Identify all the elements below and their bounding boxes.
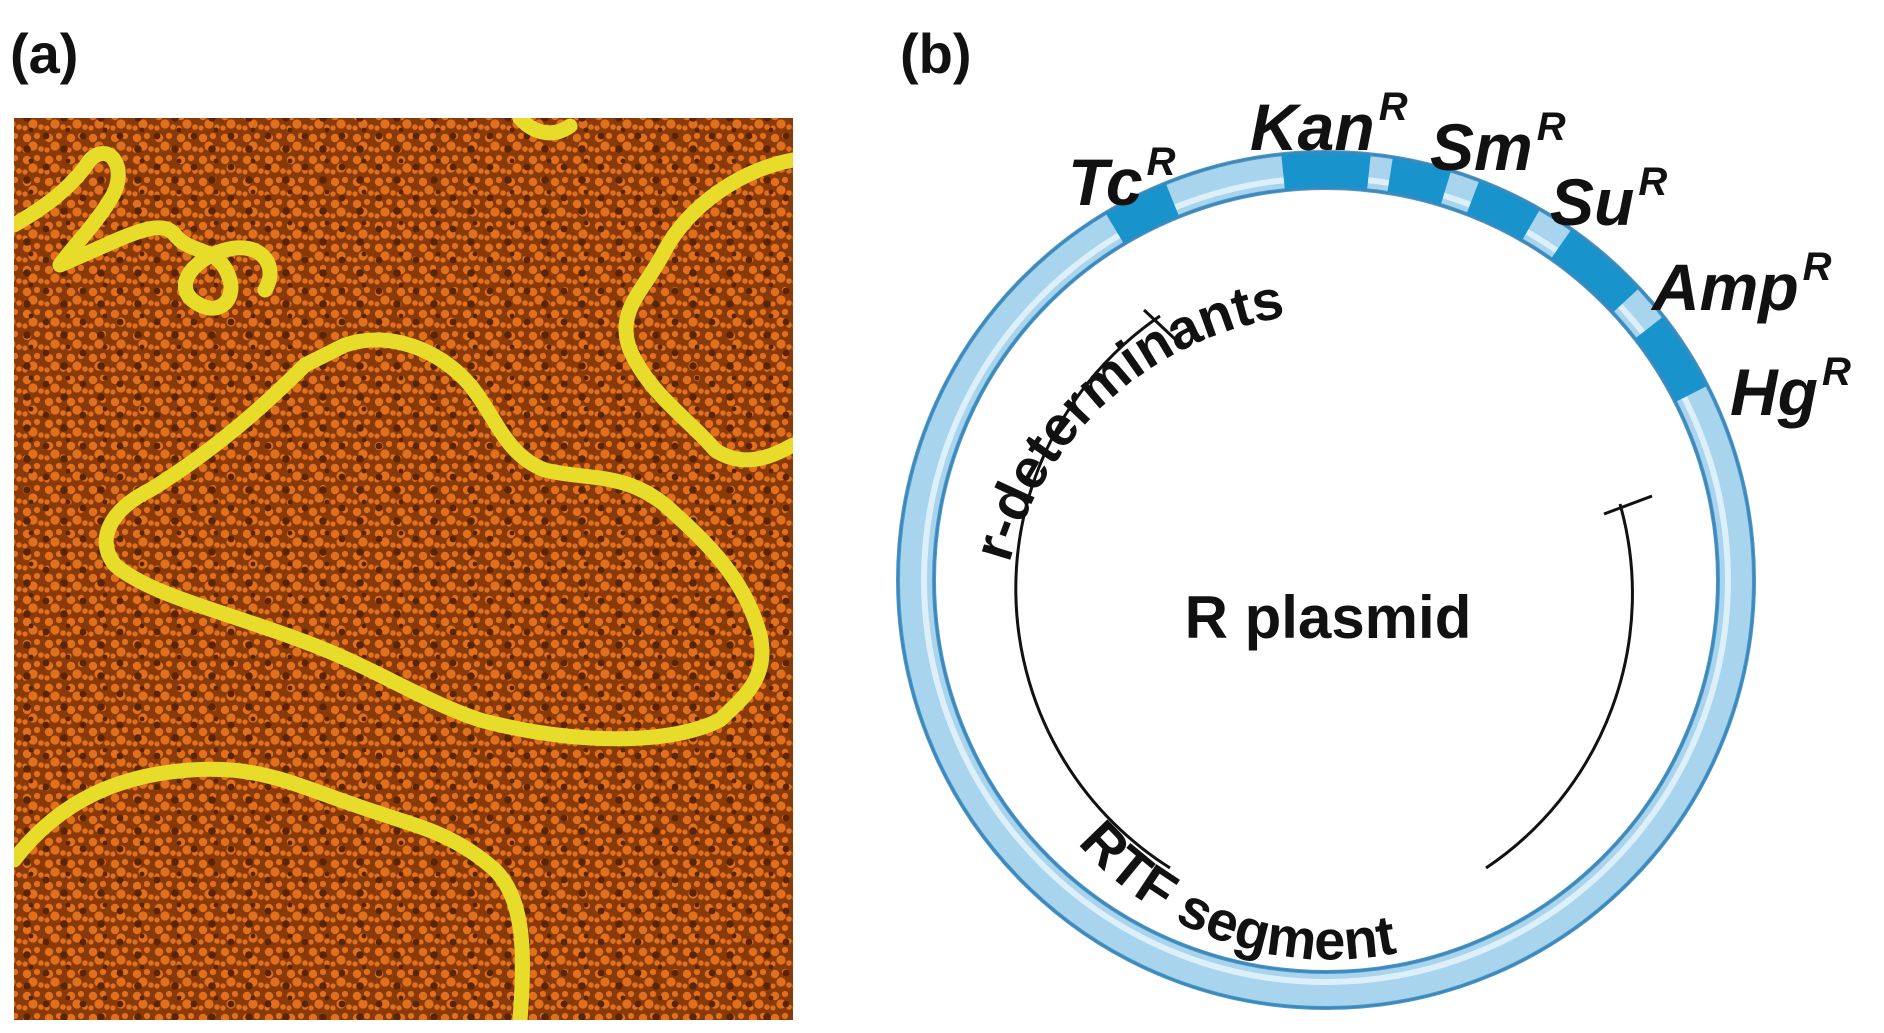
dna-strand-topleft — [14, 146, 278, 316]
resistance-gene-bands — [1106, 152, 1707, 402]
dna-strand-top — [512, 118, 578, 141]
dna-strand-right — [618, 152, 793, 468]
gene-band-tc — [1106, 184, 1180, 244]
dna-strand-lower — [14, 761, 530, 1020]
boundary-tick-right — [1603, 494, 1653, 516]
gene-band-amp — [1551, 230, 1639, 313]
gene-band-sm — [1387, 158, 1451, 205]
gene-band-hg — [1635, 317, 1707, 402]
boundary-tick-left — [1142, 308, 1178, 342]
dna-strand-main — [98, 332, 770, 747]
r-plasmid-label: R plasmid — [1185, 584, 1472, 651]
gene-band-su — [1466, 181, 1540, 240]
panel-a-label: (a) — [10, 22, 78, 85]
gene-band-kan — [1281, 152, 1371, 190]
micrograph — [14, 118, 793, 1020]
panel-b-label: (b) — [900, 22, 972, 85]
